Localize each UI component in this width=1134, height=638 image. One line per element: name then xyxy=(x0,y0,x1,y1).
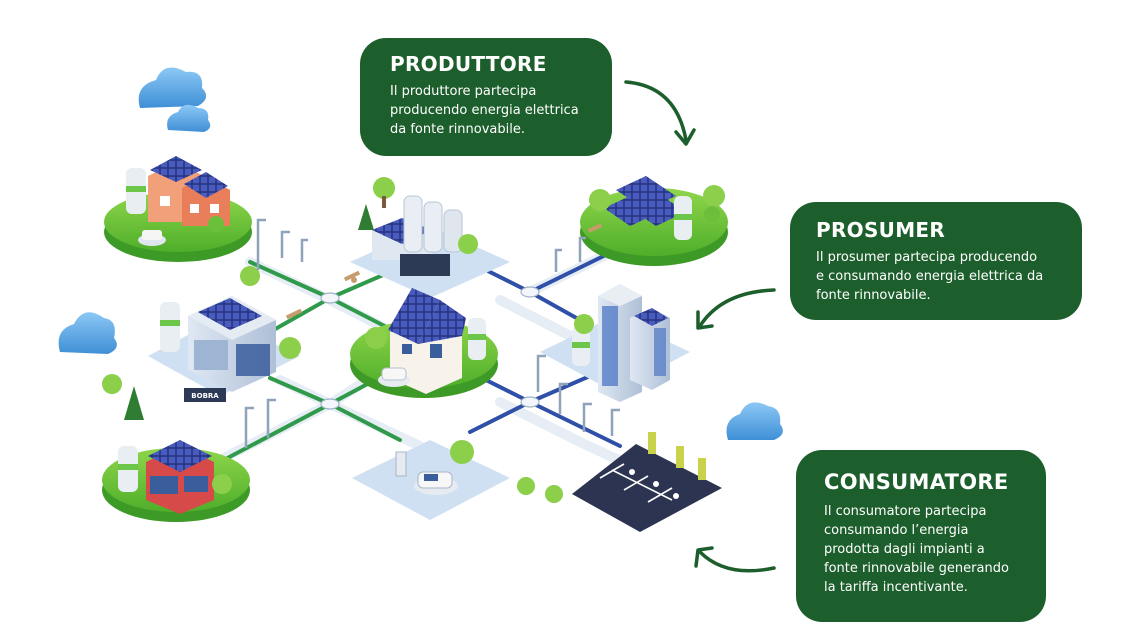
produttore-card: PRODUTTORE Il produttore partecipa produ… xyxy=(360,38,612,156)
description-line: e consumando energia elettrica da xyxy=(816,269,1044,284)
island-parking xyxy=(572,432,722,532)
cloud-icon xyxy=(58,312,117,354)
accessible-parking-icon xyxy=(629,469,679,499)
island-houses xyxy=(104,156,252,262)
island-office: BOBRA xyxy=(148,266,301,402)
consumatore-description: Il consumatore partecipa consumando l’en… xyxy=(824,502,1030,597)
cloud-icon xyxy=(138,67,211,132)
cloud-icon xyxy=(726,402,783,440)
grid-connections xyxy=(195,243,645,475)
island-factory xyxy=(350,177,510,298)
description-line: da fonte rinnovabile. xyxy=(390,122,526,137)
island-shop xyxy=(102,374,250,522)
description-line: fonte rinnovabile generando xyxy=(824,561,1009,576)
island-solar-field xyxy=(580,176,728,266)
produttore-title: PRODUTTORE xyxy=(390,52,547,76)
street-lamps xyxy=(244,218,620,448)
description-line: producendo energia elettrica xyxy=(390,103,579,118)
prosumer-card: PROSUMER Il prosumer partecipa producend… xyxy=(790,202,1082,320)
description-line: prodotta dagli impianti a xyxy=(824,542,985,557)
island-ev-station xyxy=(352,440,563,520)
shop-sign: BOBRA xyxy=(191,392,219,400)
prosumer-title: PROSUMER xyxy=(816,218,946,242)
description-line: Il consumatore partecipa xyxy=(824,504,987,519)
consumatore-card: CONSUMATORE Il consumatore partecipa con… xyxy=(796,450,1046,622)
produttore-description: Il produttore partecipa producendo energ… xyxy=(390,82,592,139)
arrow-icon xyxy=(696,288,776,330)
island-skyscrapers xyxy=(540,284,690,402)
benches xyxy=(285,223,603,320)
description-line: Il prosumer partecipa producendo xyxy=(816,250,1038,265)
description-line: la tariffa incentivante. xyxy=(824,580,968,595)
grid-junctions xyxy=(320,286,540,410)
prosumer-description: Il prosumer partecipa producendo e consu… xyxy=(816,248,1064,305)
arrow-icon xyxy=(694,546,776,573)
arrow-icon xyxy=(624,80,696,146)
island-center-house xyxy=(350,288,498,398)
consumatore-title: CONSUMATORE xyxy=(824,470,1009,494)
description-line: consumando l’energia xyxy=(824,523,969,538)
description-line: fonte rinnovabile. xyxy=(816,288,931,303)
description-line: Il produttore partecipa xyxy=(390,84,537,99)
